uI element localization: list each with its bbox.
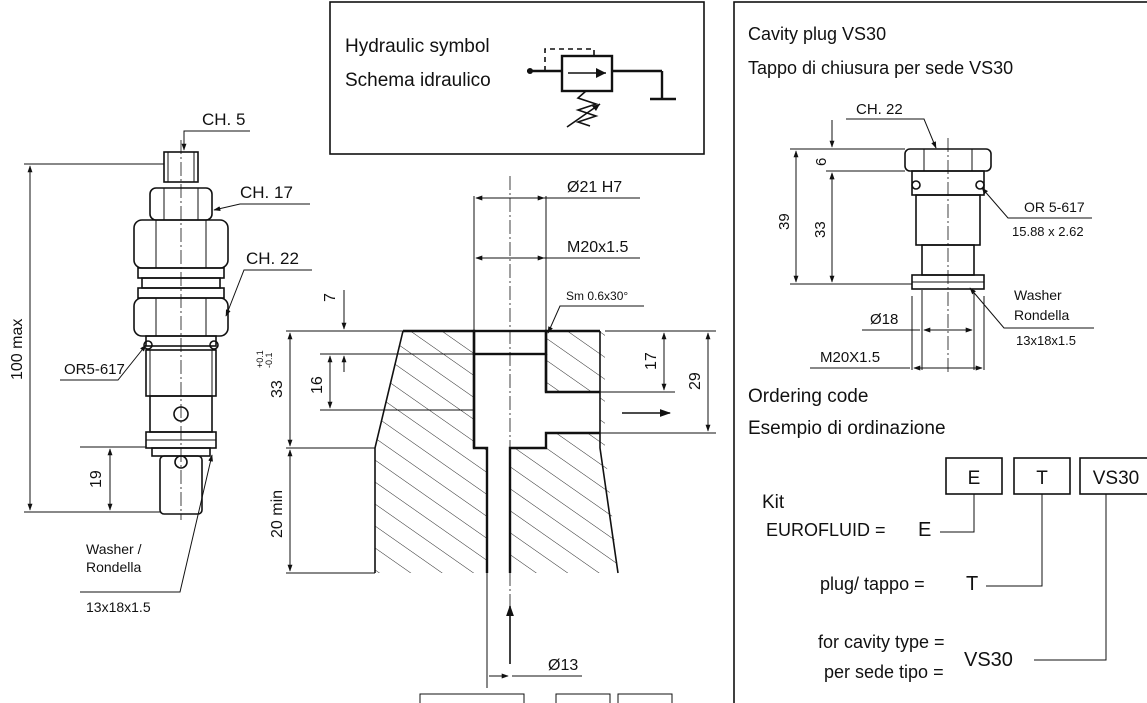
ordering-title-en: Ordering code — [748, 386, 868, 407]
label-ch22: CH. 22 — [246, 249, 299, 268]
plug-washer-it: Rondella — [1014, 307, 1069, 323]
dim-7: 7 — [322, 293, 339, 302]
relief-valve-symbol — [527, 48, 676, 128]
label-washer-it: Rondella — [86, 559, 141, 575]
dim-16: 16 — [309, 376, 326, 394]
dim-d13: Ø13 — [548, 657, 578, 674]
plug-dim6: 6 — [813, 158, 830, 166]
label-ch5: CH. 5 — [202, 110, 245, 129]
code-box-vs30: VS30 — [1093, 468, 1139, 489]
dim-20-min: 20 min — [269, 490, 286, 538]
symbol-title-it: Schema idraulico — [345, 70, 491, 91]
plug-thread: M20X1.5 — [820, 349, 880, 366]
plug-dim33: 33 — [812, 221, 829, 238]
cavity-type-it: per sede tipo = — [824, 662, 944, 682]
cavity-code: VS30 — [964, 649, 1013, 671]
eurofluid-label: EUROFLUID = — [766, 520, 886, 540]
dim-19: 19 — [88, 470, 105, 488]
dim-33: 33 — [269, 380, 286, 398]
valve-drawing: 100 max 19 CH. 5 CH. 17 CH. 22 OR5-617 W… — [9, 110, 312, 615]
dim-100-max: 100 max — [9, 319, 26, 380]
plug-or-size: 15.88 x 2.62 — [1012, 224, 1084, 239]
dim-29: 29 — [687, 372, 704, 390]
label-ch17: CH. 17 — [240, 183, 293, 202]
dim-d21: Ø21 H7 — [567, 179, 622, 196]
plug-d18: Ø18 — [870, 311, 898, 328]
dim-thread: M20x1.5 — [567, 239, 628, 256]
symbol-title-en: Hydraulic symbol — [345, 36, 490, 57]
plug-code-label: plug/ tappo = — [820, 574, 925, 594]
dim-33-tol-minus: -0.1 — [264, 352, 274, 368]
cavity-plug-drawing — [904, 138, 992, 372]
eurofluid-code: E — [918, 519, 931, 541]
ordering-title-it: Esempio di ordinazione — [748, 418, 946, 439]
plug-ch22: CH. 22 — [856, 101, 903, 118]
plug-title-it: Tappo di chiusura per sede VS30 — [748, 58, 1013, 78]
code-box-t: T — [1036, 468, 1048, 489]
hydraulic-symbol-box: Hydraulic symbol Schema idraulico — [329, 1, 705, 155]
dim-17: 17 — [643, 352, 660, 370]
cavity-section: Ø21 H7 M20x1.5 Sm 0.6x30° 7 16 33 +0.1 -… — [255, 176, 716, 703]
label-washer-en: Washer / — [86, 541, 142, 557]
code-box-e: E — [968, 468, 981, 489]
label-or: OR5-617 — [64, 361, 125, 378]
kit-label: Kit — [762, 492, 785, 513]
plug-panel: Cavity plug VS30 Tappo di chiusura per s… — [733, 1, 1147, 703]
plug-dim39: 39 — [776, 213, 793, 230]
label-washer-size: 13x18x1.5 — [86, 599, 151, 615]
cavity-type-en: for cavity type = — [818, 632, 945, 652]
dim-chamfer: Sm 0.6x30° — [566, 289, 628, 303]
plug-or: OR 5-617 — [1024, 199, 1085, 215]
plug-title-en: Cavity plug VS30 — [748, 24, 886, 44]
plug-washer-en: Washer — [1014, 287, 1062, 303]
dim-33-tol-plus: +0.1 — [255, 350, 265, 368]
plug-code: T — [966, 573, 978, 595]
plug-washer-size: 13x18x1.5 — [1016, 333, 1076, 348]
